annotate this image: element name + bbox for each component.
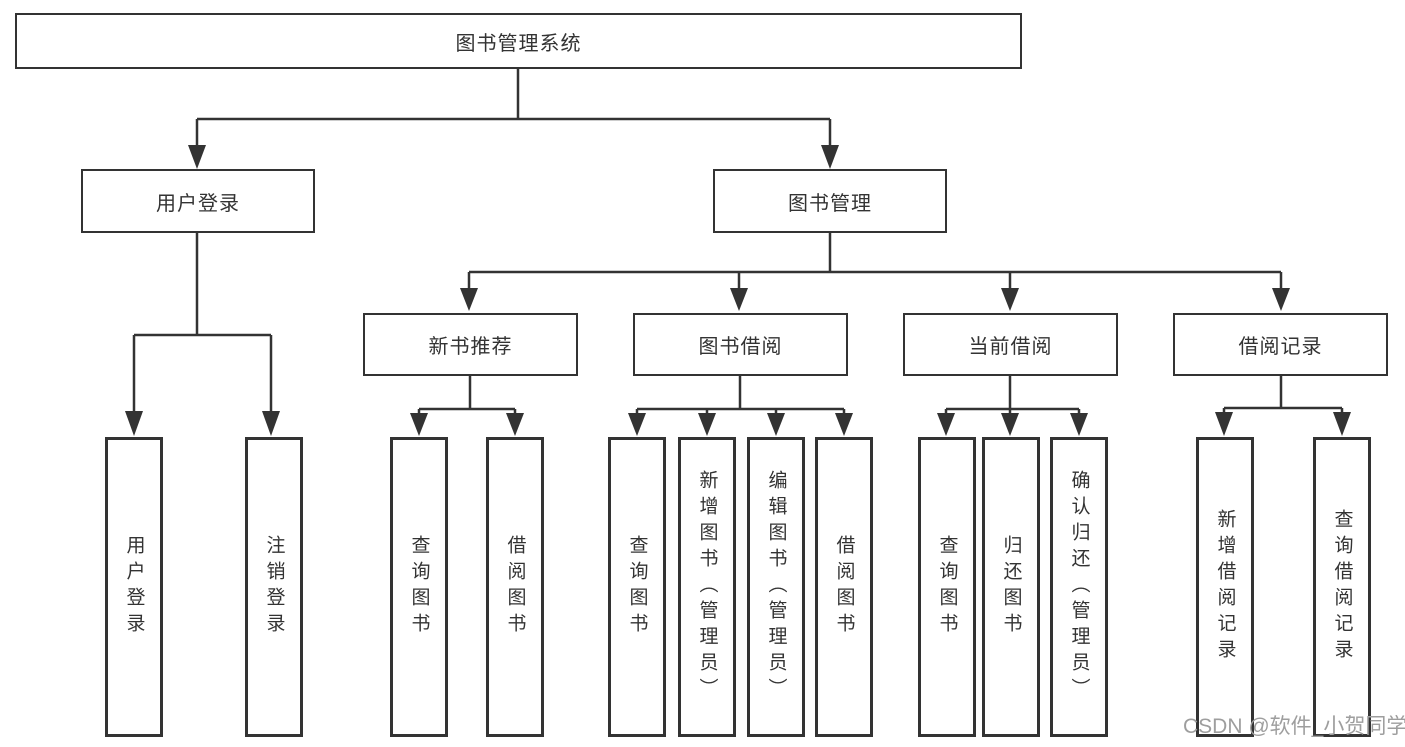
leaf-newbooks-query: 查询图书	[390, 437, 448, 737]
leaf-newbooks-borrow: 借阅图书	[486, 437, 544, 737]
connector-borrow-records-to-leaves	[1215, 376, 1351, 436]
leaf-user-login-label: 用户登录	[123, 535, 145, 639]
leaf-edit-book-admin-label: 编辑图书（管理员）	[765, 470, 787, 704]
node-user-login-label: 用户登录	[156, 192, 240, 215]
connector-user-login-to-leaves	[125, 233, 280, 436]
leaf-user-login: 用户登录	[105, 437, 163, 737]
leaf-newbooks-query-label: 查询图书	[408, 535, 430, 639]
node-borrow-records-label: 借阅记录	[1238, 336, 1323, 358]
node-book-borrow: 图书借阅	[633, 313, 848, 376]
node-new-book-recommend: 新书推荐	[363, 313, 578, 376]
csdn-watermark: CSDN @软件_小贺同学	[1183, 715, 1405, 738]
leaf-return-book: 归还图书	[982, 437, 1040, 737]
node-book-management-label: 图书管理	[788, 192, 872, 215]
node-book-management: 图书管理	[713, 169, 947, 233]
leaf-add-borrow-record-label: 新增借阅记录	[1214, 509, 1236, 665]
node-user-login: 用户登录	[81, 169, 315, 233]
leaf-borrow-query-label: 查询图书	[626, 535, 648, 639]
leaf-confirm-return-admin: 确认归还（管理员）	[1050, 437, 1108, 737]
node-new-book-recommend-label: 新书推荐	[428, 336, 513, 358]
leaf-borrow-book-label: 借阅图书	[833, 535, 855, 639]
connector-book-borrow-to-leaves	[628, 376, 853, 436]
leaf-return-book-label: 归还图书	[1000, 535, 1022, 639]
leaf-add-borrow-record: 新增借阅记录	[1196, 437, 1254, 737]
leaf-current-query-label: 查询图书	[936, 535, 958, 639]
leaf-add-book-admin-label: 新增图书（管理员）	[696, 470, 718, 704]
leaf-query-borrow-record: 查询借阅记录	[1313, 437, 1371, 737]
connector-book-mgmt-to-level2	[460, 233, 1290, 311]
node-system-root: 图书管理系统	[15, 13, 1022, 69]
leaf-borrow-query: 查询图书	[608, 437, 666, 737]
connector-current-borrow-to-leaves	[937, 376, 1088, 436]
leaf-confirm-return-admin-label: 确认归还（管理员）	[1068, 470, 1090, 704]
node-current-borrow-label: 当前借阅	[968, 336, 1053, 358]
leaf-current-query: 查询图书	[918, 437, 976, 737]
connector-root-to-level1	[188, 69, 839, 169]
leaf-newbooks-borrow-label: 借阅图书	[504, 535, 526, 639]
leaf-logout: 注销登录	[245, 437, 303, 737]
connector-new-books-to-leaves	[410, 376, 524, 436]
leaf-edit-book-admin: 编辑图书（管理员）	[747, 437, 805, 737]
node-borrow-records: 借阅记录	[1173, 313, 1388, 376]
leaf-borrow-book: 借阅图书	[815, 437, 873, 737]
node-book-borrow-label: 图书借阅	[698, 336, 783, 358]
leaf-logout-label: 注销登录	[263, 535, 285, 639]
leaf-add-book-admin: 新增图书（管理员）	[678, 437, 736, 737]
node-current-borrow: 当前借阅	[903, 313, 1118, 376]
node-system-root-label: 图书管理系统	[455, 32, 582, 55]
leaf-query-borrow-record-label: 查询借阅记录	[1331, 509, 1353, 665]
